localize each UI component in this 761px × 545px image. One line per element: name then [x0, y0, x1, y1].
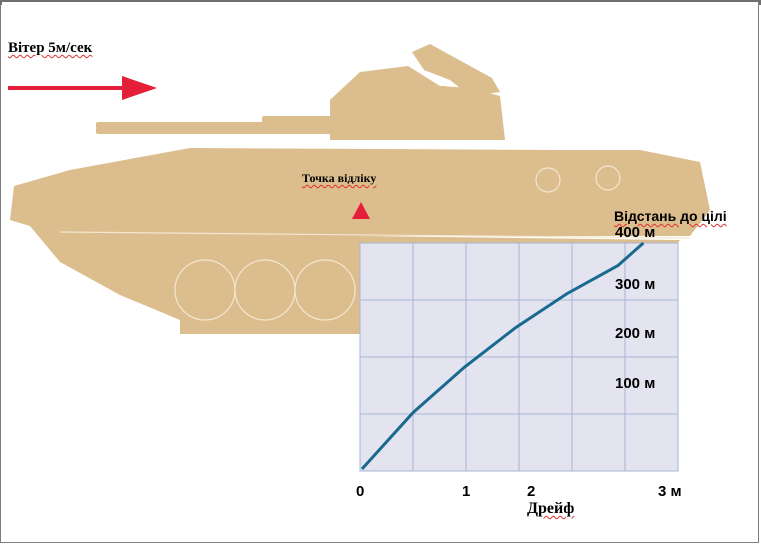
- vehicle-wheel: [294, 259, 356, 321]
- vehicle-launcher-mount: [438, 86, 446, 110]
- vehicle-launcher: [412, 44, 500, 96]
- x-tick-label-0: 0: [356, 483, 365, 500]
- vehicle-barrel-sleeve: [262, 116, 332, 126]
- origin-marker: [352, 202, 370, 219]
- origin-label: Точка відліку: [302, 171, 377, 185]
- plot-grid: [360, 243, 678, 471]
- distance-axis-title: Відстань до цілі: [614, 208, 727, 224]
- drift-curve: [360, 241, 645, 471]
- x-tick-label-2: 2: [527, 483, 536, 500]
- y-tick-label-200: 200 м: [615, 325, 656, 342]
- drift-chart: [359, 241, 679, 472]
- wind-label: Вітер 5м/сек: [8, 40, 93, 56]
- wind-arrow-head: [122, 76, 157, 100]
- drift-axis-title: Дрейф: [527, 500, 575, 517]
- vehicle-wheels: [59, 165, 691, 321]
- vehicle-hull-line: [59, 231, 691, 239]
- x-tick-label-1: 1: [462, 483, 471, 500]
- vehicle-hull: [10, 148, 710, 236]
- vehicle-turret: [330, 66, 505, 140]
- frame-top-border: [0, 0, 761, 5]
- y-tick-label-400: 400 м: [615, 224, 656, 241]
- wind-arrow: [8, 76, 157, 100]
- y-tick-label-100: 100 м: [615, 375, 656, 392]
- y-tick-label-300: 300 м: [615, 276, 656, 293]
- vehicle-hatch: [535, 167, 561, 193]
- vehicle-hatch: [595, 165, 621, 191]
- x-tick-label-3: 3 м: [658, 483, 682, 500]
